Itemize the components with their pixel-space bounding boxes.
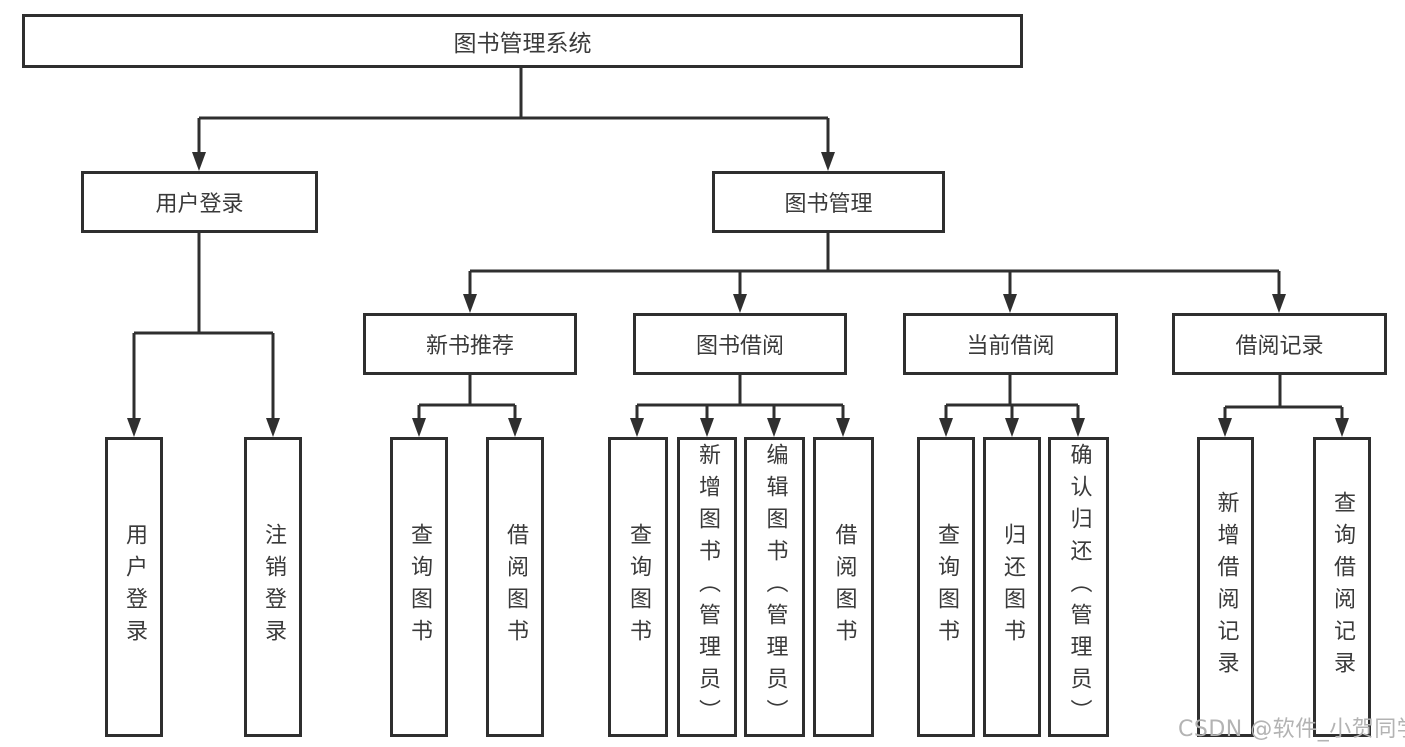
- leaf-query-books-recommend: 查询图书: [390, 437, 448, 737]
- node-book-management: 图书管理: [712, 171, 945, 233]
- leaf-add-books-admin: 新增图书（管理员）: [677, 437, 737, 737]
- leaf-return-books: 归还图书: [983, 437, 1041, 737]
- leaf-edit-books-admin: 编辑图书（管理员）: [744, 437, 805, 737]
- leaf-query-books-borrow: 查询图书: [608, 437, 668, 737]
- leaf-add-borrow-record: 新增借阅记录: [1197, 437, 1254, 737]
- arrowhead-icons: [127, 152, 1349, 437]
- node-borrowing-records: 借阅记录: [1172, 313, 1387, 375]
- node-library-system: 图书管理系统: [22, 14, 1023, 68]
- leaf-query-books-current: 查询图书: [917, 437, 975, 737]
- connector-paths: [132, 68, 1344, 421]
- leaf-logout: 注销登录: [244, 437, 302, 737]
- leaf-query-borrow-record: 查询借阅记录: [1313, 437, 1371, 737]
- node-book-borrowing: 图书借阅: [633, 313, 847, 375]
- node-new-book-recommendation: 新书推荐: [363, 313, 577, 375]
- leaf-user-login: 用户登录: [105, 437, 163, 737]
- node-current-borrowing: 当前借阅: [903, 313, 1118, 375]
- csdn-watermark: CSDN @软件_小贺同学: [1178, 717, 1405, 742]
- leaf-confirm-return-admin: 确认归还（管理员）: [1048, 437, 1109, 737]
- leaf-borrow-books: 借阅图书: [813, 437, 874, 737]
- node-user-login: 用户登录: [81, 171, 318, 233]
- leaf-borrow-books-recommend: 借阅图书: [486, 437, 544, 737]
